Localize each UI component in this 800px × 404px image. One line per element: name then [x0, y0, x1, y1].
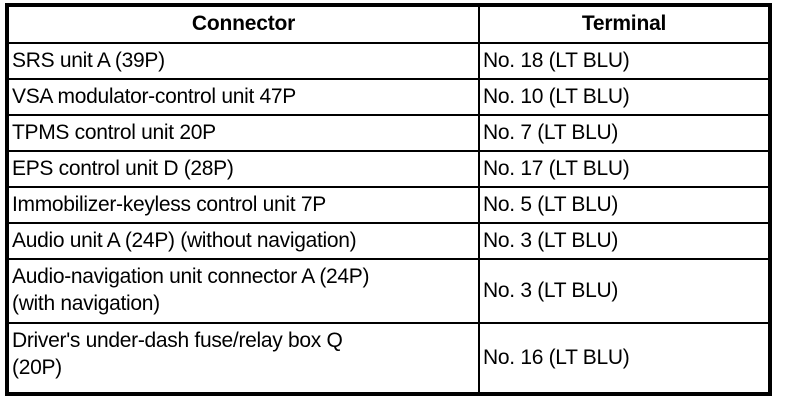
- cell-connector: VSA modulator-control unit 47P: [6, 78, 480, 116]
- table-row: Audio unit A (24P) (without navigation) …: [6, 222, 771, 260]
- connector-value: SRS unit A (39P): [12, 48, 165, 72]
- cell-connector: Immobilizer-keyless control unit 7P: [6, 186, 480, 224]
- cell-terminal: No. 17 (LT BLU): [478, 150, 771, 188]
- connector-value: Immobilizer-keyless control unit 7P: [12, 192, 326, 216]
- cell-terminal: No. 7 (LT BLU): [478, 114, 771, 152]
- table-row: VSA modulator-control unit 47P No. 10 (L…: [6, 78, 771, 116]
- table-header: Connector Terminal: [6, 4, 771, 44]
- cell-connector: EPS control unit D (28P): [6, 150, 480, 188]
- column-header-terminal-label: Terminal: [581, 12, 667, 36]
- column-header-connector-label: Connector: [191, 12, 296, 36]
- connector-value: Audio unit A (24P) (without navigation): [12, 228, 357, 252]
- column-header-connector: Connector: [6, 4, 480, 44]
- table-row: EPS control unit D (28P) No. 17 (LT BLU): [6, 150, 771, 188]
- connector-terminal-table: Connector Terminal SRS unit A (39P) No. …: [5, 3, 772, 396]
- cell-connector: Audio unit A (24P) (without navigation): [6, 222, 480, 260]
- cell-terminal: No. 3 (LT BLU): [478, 258, 771, 324]
- table-row: Audio-navigation unit connector A (24P) …: [6, 258, 771, 324]
- connector-value: Driver's under-dash fuse/relay box Q (20…: [12, 329, 343, 379]
- connector-value: EPS control unit D (28P): [12, 156, 234, 180]
- cell-connector: Audio-navigation unit connector A (24P) …: [6, 258, 480, 324]
- terminal-value: No. 10 (LT BLU): [483, 84, 630, 108]
- column-header-terminal: Terminal: [478, 4, 771, 44]
- cell-connector: Driver's under-dash fuse/relay box Q (20…: [6, 322, 480, 395]
- cell-terminal: No. 5 (LT BLU): [478, 186, 771, 224]
- table-header-row: Connector Terminal: [6, 4, 771, 44]
- table-body: SRS unit A (39P) No. 18 (LT BLU) VSA mod…: [6, 42, 771, 395]
- connector-value: VSA modulator-control unit 47P: [12, 84, 296, 108]
- cell-terminal: No. 10 (LT BLU): [478, 78, 771, 116]
- terminal-value: No. 18 (LT BLU): [483, 48, 630, 72]
- terminal-value: No. 5 (LT BLU): [483, 192, 619, 216]
- table-row: Immobilizer-keyless control unit 7P No. …: [6, 186, 771, 224]
- cell-terminal: No. 18 (LT BLU): [478, 42, 771, 80]
- cell-connector: SRS unit A (39P): [6, 42, 480, 80]
- cell-terminal: No. 16 (LT BLU): [478, 322, 771, 395]
- terminal-value: No. 16 (LT BLU): [483, 345, 630, 369]
- terminal-value: No. 3 (LT BLU): [483, 278, 619, 302]
- terminal-value: No. 3 (LT BLU): [483, 228, 619, 252]
- cell-connector: TPMS control unit 20P: [6, 114, 480, 152]
- terminal-value: No. 7 (LT BLU): [483, 120, 619, 144]
- table-row: TPMS control unit 20P No. 7 (LT BLU): [6, 114, 771, 152]
- table-row: SRS unit A (39P) No. 18 (LT BLU): [6, 42, 771, 80]
- cell-terminal: No. 3 (LT BLU): [478, 222, 771, 260]
- connector-value: Audio-navigation unit connector A (24P) …: [12, 265, 370, 315]
- terminal-value: No. 17 (LT BLU): [483, 156, 630, 180]
- table-row: Driver's under-dash fuse/relay box Q (20…: [6, 322, 771, 395]
- connector-value: TPMS control unit 20P: [12, 120, 216, 144]
